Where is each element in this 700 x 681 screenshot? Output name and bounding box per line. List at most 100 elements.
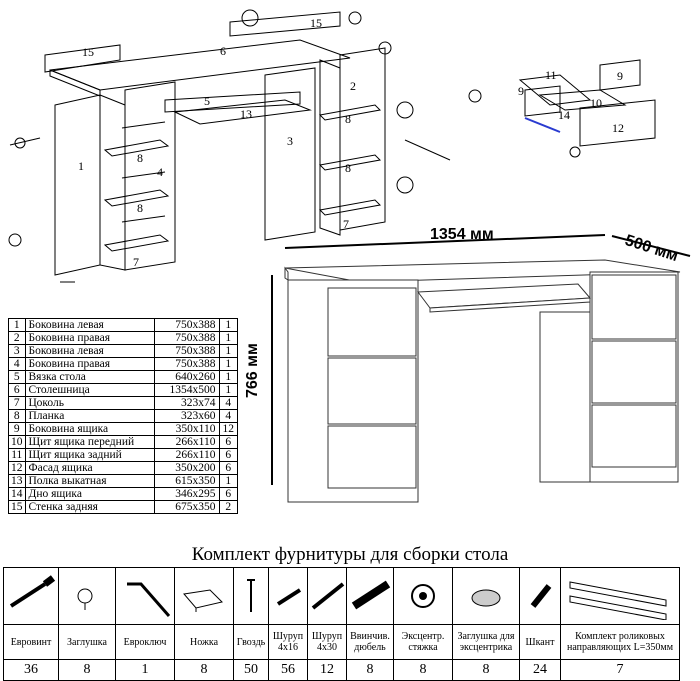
parts-cell-n: 13 — [8, 474, 26, 488]
parts-cell-name: Вязка стола — [24, 370, 155, 384]
cam-lock-icon — [411, 584, 435, 608]
kit-icon-cell — [346, 567, 394, 625]
kit-icon-cell — [560, 567, 680, 625]
kit-count: 7 — [560, 659, 680, 681]
parts-cell-qty: 6 — [218, 461, 238, 475]
parts-cell-size: 750х388 — [153, 357, 220, 371]
kit-title: Комплект фурнитуры для сборки стола — [191, 544, 509, 565]
kit-icon-cell — [115, 567, 175, 625]
svg-text:8: 8 — [345, 112, 351, 126]
assembled-desk-illustration — [271, 234, 691, 503]
parts-cell-name: Фасад ящика — [24, 461, 155, 475]
parts-cell-size: 350х110 — [153, 422, 220, 436]
parts-cell-name: Щит ящика передний — [24, 435, 155, 449]
dowel-icon — [351, 580, 391, 610]
kit-count: 1 — [115, 659, 175, 681]
svg-text:10: 10 — [590, 96, 602, 110]
kit-icon-cell — [519, 567, 561, 625]
kit-count: 56 — [268, 659, 308, 681]
svg-text:4: 4 — [157, 165, 163, 179]
svg-text:3: 3 — [287, 134, 293, 148]
parts-cell-name: Боковина левая — [24, 344, 155, 358]
parts-cell-size: 675х350 — [153, 500, 220, 514]
kit-label: Евровинт — [3, 624, 59, 660]
parts-cell-qty: 6 — [218, 448, 238, 462]
kit-count: 36 — [3, 659, 59, 681]
kit-count: 50 — [233, 659, 269, 681]
parts-cell-name: Боковина правая — [24, 357, 155, 371]
parts-cell-qty: 6 — [218, 487, 238, 501]
parts-cell-qty: 4 — [218, 396, 238, 410]
svg-text:2: 2 — [350, 79, 356, 93]
parts-cell-name: Планка — [24, 409, 155, 423]
kit-label: Ввинчив. дюбель — [346, 624, 394, 660]
svg-text:8: 8 — [137, 151, 143, 165]
cam-cap-icon — [471, 589, 501, 607]
parts-cell-size: 640х260 — [153, 370, 220, 384]
svg-text:7: 7 — [133, 255, 139, 269]
parts-cell-name: Щит ящика задний — [24, 448, 155, 462]
kit-label: Шуруп 4х30 — [307, 624, 347, 660]
parts-cell-qty: 1 — [218, 344, 238, 358]
kit-count: 8 — [58, 659, 116, 681]
kit-label: Комплект роликовых направляющих L=350мм — [560, 624, 680, 660]
kit-count: 12 — [307, 659, 347, 681]
kit-icon-cell — [393, 567, 453, 625]
svg-text:8: 8 — [137, 201, 143, 215]
kit-label: Гвоздь — [233, 624, 269, 660]
parts-cell-qty: 1 — [218, 331, 238, 345]
svg-text:7: 7 — [343, 217, 349, 231]
parts-cell-n: 9 — [8, 422, 26, 436]
parts-cell-name: Стенка задняя — [24, 500, 155, 514]
parts-cell-n: 10 — [8, 435, 26, 449]
parts-cell-n: 12 — [8, 461, 26, 475]
leg-icon — [183, 589, 223, 612]
kit-count: 8 — [346, 659, 394, 681]
left-side-panel — [54, 94, 101, 276]
svg-text:1: 1 — [78, 159, 84, 173]
kit-count: 8 — [174, 659, 234, 681]
parts-cell-qty: 2 — [218, 500, 238, 514]
kit-label: Заглушка для эксцентрика — [452, 624, 520, 660]
parts-cell-n: 15 — [8, 500, 26, 514]
kit-icon-cell — [307, 567, 347, 625]
svg-text:9: 9 — [518, 84, 524, 98]
kit-icon-cell — [58, 567, 116, 625]
parts-cell-name: Столешница — [24, 383, 155, 397]
svg-text:8: 8 — [345, 161, 351, 175]
kit-icon-cell — [268, 567, 308, 625]
parts-cell-size: 323х74 — [153, 396, 220, 410]
kit-label: Евроключ — [115, 624, 175, 660]
parts-cell-size: 346х295 — [153, 487, 220, 501]
kit-count: 8 — [452, 659, 520, 681]
eurovint-icon — [9, 575, 56, 608]
svg-text:5: 5 — [204, 94, 210, 108]
parts-cell-size: 323х60 — [153, 409, 220, 423]
height-dimension: 766 мм — [244, 343, 261, 398]
parts-cell-name: Боковина правая — [24, 331, 155, 345]
parts-cell-n: 14 — [8, 487, 26, 501]
screw-short-icon — [276, 588, 302, 606]
parts-cell-size: 615х350 — [153, 474, 220, 488]
wood-dowel-icon — [530, 584, 552, 608]
parts-cell-qty: 1 — [218, 383, 238, 397]
parts-cell-size: 350х200 — [153, 461, 220, 475]
svg-text:6: 6 — [220, 44, 226, 58]
parts-cell-qty: 1 — [218, 318, 238, 332]
svg-text:11: 11 — [545, 68, 557, 82]
parts-cell-n: 6 — [8, 383, 26, 397]
width-dimension: 1354 мм — [430, 226, 494, 243]
parts-cell-name: Боковина левая — [24, 318, 155, 332]
svg-text:12: 12 — [612, 121, 624, 135]
